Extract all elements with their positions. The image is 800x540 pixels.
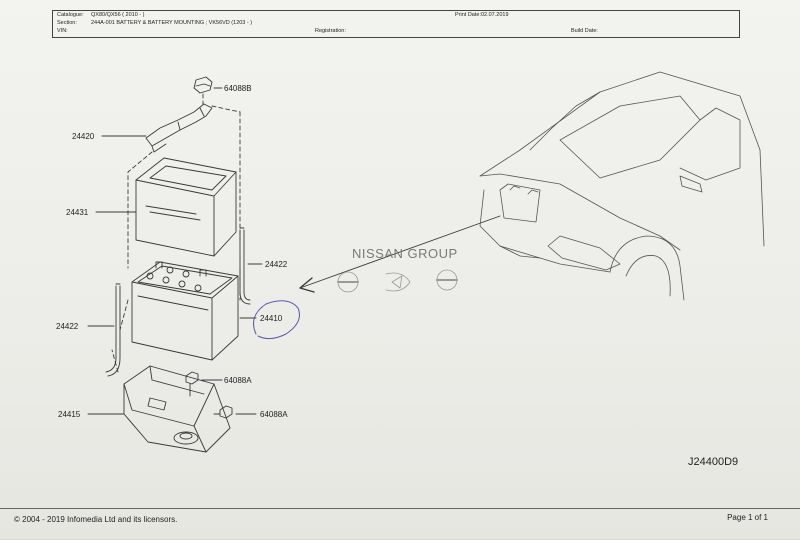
header-table: Catalogue: QX80/QX56 ( 2010 - ) Print Da… [52,10,740,38]
part-24422-left-label: 24422 [56,322,79,331]
hold-down-rod-right-24422 [239,227,263,305]
copyright-text: © 2004 - 2019 Infomedia Ltd and its lice… [14,515,178,524]
part-24415-label: 24415 [58,410,81,419]
catalogue-label: Catalogue: [57,12,84,18]
build-date-label: Build Date: [571,28,598,34]
part-64088a-2-label: 64088A [260,410,288,419]
part-64088b-label: 64088B [224,84,252,93]
battery-cover-24431 [135,157,237,257]
battery-24410 [131,261,257,361]
part-24410-label: 24410 [260,314,283,323]
parts-diagram: 64088B 24420 24431 24422 24422 24410 640… [56,71,765,468]
page-footer: © 2004 - 2019 Infomedia Ltd and its lice… [0,508,800,540]
part-24422-right-label: 24422 [265,260,288,269]
section-value: 244A-001 BATTERY & BATTERY MOUNTING ; VK… [91,20,253,26]
battery-tray-24415 [87,365,231,453]
vin-label: VIN: [57,28,68,34]
hex-nut-64088b [193,76,223,94]
figure-id: J24400D9 [688,456,738,468]
watermark-logos [337,269,458,293]
registration-label: Registration: [315,28,346,34]
page-indicator: Page 1 of 1 [727,513,768,522]
part-64088a-1-label: 64088A [224,376,252,385]
battery-clamp-24420 [145,103,213,153]
watermark-text: NISSAN GROUP [352,246,458,261]
bolt-64088a-2 [213,405,257,419]
vehicle-sketch [479,71,765,301]
location-arrow [299,215,501,293]
hand-drawn-circle-mark [253,300,300,340]
print-date: Print Date:02.07.2019 [455,12,509,18]
catalogue-value: QX80/QX56 ( 2010 - ) [91,12,145,18]
hold-down-rod-left-24422 [87,283,121,377]
part-24431-label: 24431 [66,208,89,217]
part-24420-label: 24420 [72,132,95,141]
section-label: Section: [57,20,77,26]
bolt-64088a-1 [185,371,223,397]
